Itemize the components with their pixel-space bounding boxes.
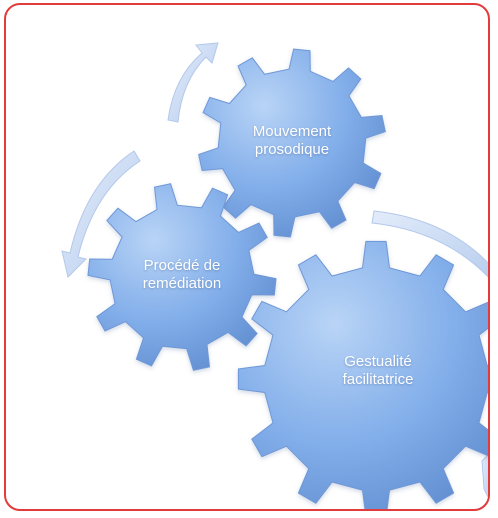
gear-diagram — [61, 42, 488, 509]
gear-label-mouvement-prosodique: Mouvement prosodique — [232, 123, 352, 159]
diagram-frame: Mouvement prosodique Procédé de remédiat… — [4, 3, 490, 511]
cycle-arrow-left — [61, 150, 141, 278]
cycle-arrow-right-tip — [481, 454, 488, 499]
cycle-arrow-top — [167, 42, 219, 123]
gear-label-line: remédiation — [142, 275, 222, 292]
gear-label-line: Gestualité — [344, 353, 412, 370]
gear-label-line: Procédé de — [143, 257, 221, 274]
gear-body — [198, 48, 386, 238]
gear-mouvement-prosodique — [198, 48, 386, 238]
gear-procede-de-remediation — [87, 183, 277, 371]
gear-label-procede-de-remediation: Procédé de remédiation — [122, 257, 242, 293]
gear-label-line: facilitatrice — [342, 371, 414, 388]
cycle-arrow-right — [371, 210, 488, 278]
gear-body — [237, 240, 488, 509]
gear-body — [87, 183, 277, 371]
gear-label-line: prosodique — [254, 141, 330, 158]
gear-gestualite-facilitatrice — [237, 240, 488, 509]
gear-label-line: Mouvement — [252, 123, 332, 140]
gear-label-gestualite-facilitatrice: Gestualité facilitatrice — [313, 353, 443, 389]
